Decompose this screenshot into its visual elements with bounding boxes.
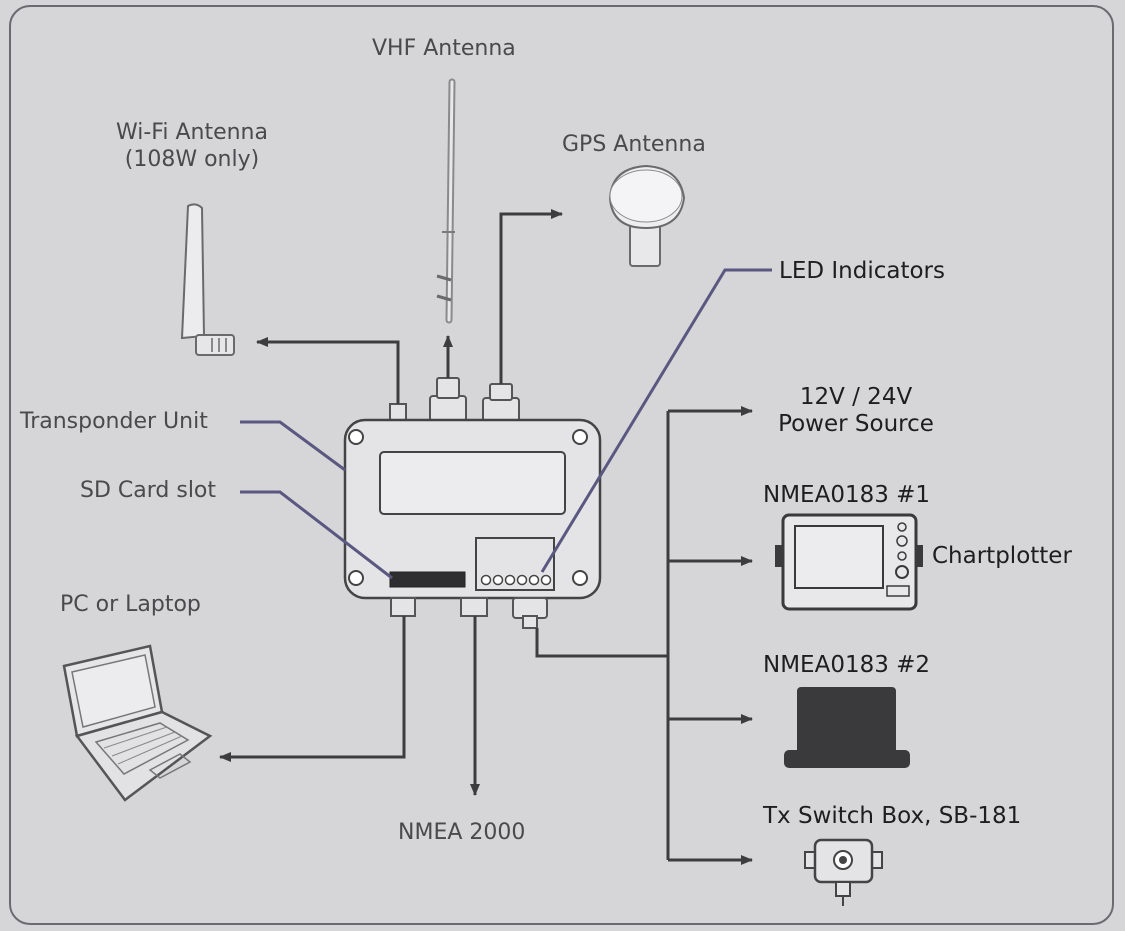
pc-or-laptop-label: PC or Laptop <box>60 592 201 617</box>
power-source-label-line2: Power Source <box>778 411 934 437</box>
connection-lines <box>219 209 753 865</box>
transponder-unit-label: Transponder Unit <box>20 409 208 434</box>
nmea0183-2-device-icon <box>784 687 910 768</box>
chartplotter-icon <box>775 513 923 611</box>
gps-antenna-icon <box>608 164 686 267</box>
nmea0183-1-label: NMEA0183 #1 <box>763 482 931 508</box>
vhf-antenna-label: VHF Antenna <box>372 36 516 61</box>
transponder-unit-icon <box>343 377 602 629</box>
vhf-antenna-icon <box>436 78 456 324</box>
led-indicators-label: LED Indicators <box>779 258 945 284</box>
wifi-antenna-label: Wi-Fi Antenna (108W only) <box>112 120 272 172</box>
tx-switch-box-label: Tx Switch Box, SB-181 <box>763 803 1022 829</box>
led-indicators-icon <box>480 574 552 586</box>
nmea-2000-label: NMEA 2000 <box>398 820 526 845</box>
power-source-label-line1: 12V / 24V <box>799 384 913 410</box>
sd-card-slot-label: SD Card slot <box>80 478 217 503</box>
chartplotter-label: Chartplotter <box>932 543 1072 569</box>
laptop-icon <box>62 644 213 802</box>
nmea0183-2-label: NMEA0183 #2 <box>763 652 931 678</box>
gps-antenna-label: GPS Antenna <box>562 132 706 157</box>
wifi-antenna-icon <box>180 203 235 356</box>
tx-switch-box-icon <box>804 838 883 906</box>
power-source-label: 12V / 24V Power Source <box>758 384 954 437</box>
sd-card-slot-icon <box>389 571 466 588</box>
leader-lines <box>240 268 772 580</box>
wifi-antenna-label-line1: Wi-Fi Antenna <box>115 120 268 145</box>
wifi-antenna-label-line2: (108W only) <box>124 147 260 172</box>
